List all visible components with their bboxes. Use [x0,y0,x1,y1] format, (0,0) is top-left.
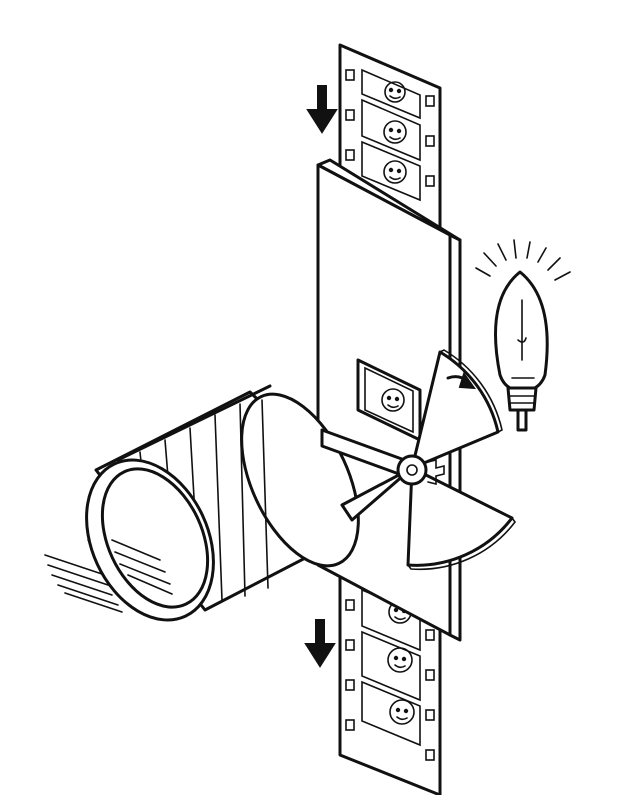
film-frame-face [387,647,413,673]
sprocket-hole [425,709,435,721]
film-advance-arrow-down-icon [304,619,336,668]
shutter-rotation-arrow-icon [446,371,477,390]
film-frame-face [383,160,407,184]
sprocket-hole [425,135,435,147]
sprocket-hole [345,639,355,651]
sprocket-hole [345,599,355,611]
sprocket-hole [425,749,435,761]
sprocket-hole [345,109,355,121]
sprocket-hole [345,719,355,731]
aperture-frame-face [381,388,405,412]
shutter-blade-left [340,466,414,522]
sprocket-hole [345,679,355,691]
shutter-blade-lower [406,466,514,567]
light-rays-icon [475,239,571,281]
sprocket-hole [425,669,435,681]
lens-front-rim [85,458,215,622]
sprocket-hole [345,69,355,81]
sprocket-hole [345,149,355,161]
shutter-hub [396,454,428,486]
film-frame-face [389,699,415,725]
film-frame-face [383,120,407,144]
light-bulb [494,270,549,432]
sprocket-hole [425,629,435,641]
rotary-shutter [340,349,517,571]
film-advance-arrow-down-icon [306,85,338,134]
film-frame-face [384,81,406,103]
lens-inner-hatching [111,539,173,595]
sprocket-hole [425,95,435,107]
shutter-blade-upper [410,350,500,470]
sprocket-hole [425,175,435,187]
